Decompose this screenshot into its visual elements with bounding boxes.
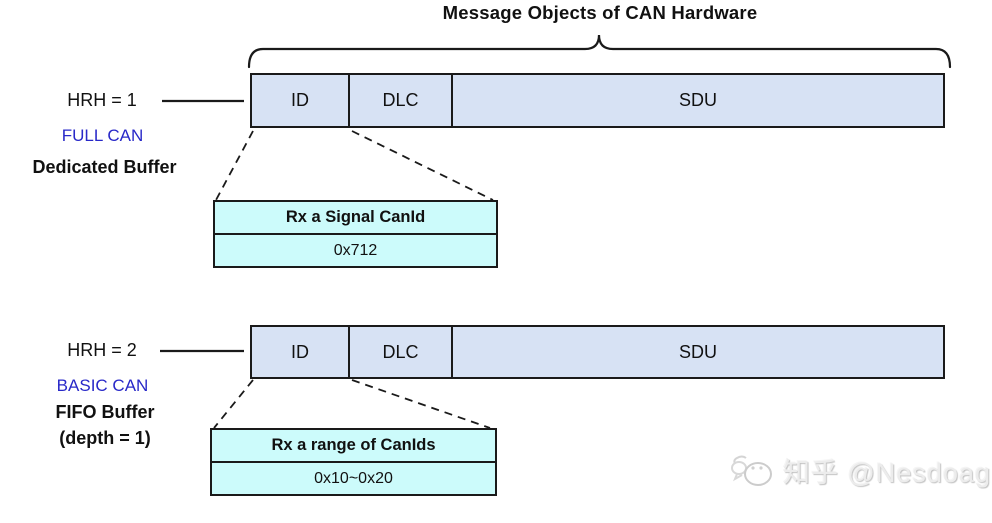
row2-dashed-leader-right xyxy=(351,379,491,429)
row1-hrh-label: HRH = 1 xyxy=(67,90,137,110)
row1-sdu-field: SDU xyxy=(678,90,717,110)
row1-id-field: ID xyxy=(252,75,350,126)
row1-dashed-leader-right xyxy=(351,130,494,201)
row1-dlc-field: DLC xyxy=(350,75,453,126)
row1-callout: Rx a Signal CanId 0x712 xyxy=(213,200,498,268)
top-brace xyxy=(247,34,952,69)
row2-dashed-leader-left xyxy=(213,379,254,429)
row2-buffer-label: FIFO Buffer xyxy=(55,402,155,422)
row2-callout-value: 0x10~0x20 xyxy=(210,463,497,496)
watermark: 知乎 @Nesdoag xyxy=(731,451,991,490)
row1-message-object-bar: ID DLC SDU xyxy=(250,73,945,128)
row2-hrh-label: HRH = 2 xyxy=(67,340,137,360)
row2-can-type-label: BASIC CAN xyxy=(56,376,149,395)
row2-buffer-depth-label: (depth = 1) xyxy=(59,428,151,448)
row1-dashed-leader-left xyxy=(215,130,254,201)
row1-can-type-label: FULL CAN xyxy=(61,126,144,145)
row2-callout-header: Rx a range of CanIds xyxy=(210,428,497,463)
row2-message-object-bar: ID DLC SDU xyxy=(250,325,945,379)
watermark-logo-icon xyxy=(731,455,772,486)
diagram-title: Message Objects of CAN Hardware xyxy=(442,2,758,23)
row2-sdu-field: SDU xyxy=(678,341,717,362)
row2-dlc-field: DLC xyxy=(350,327,453,377)
row2-callout: Rx a range of CanIds 0x10~0x20 xyxy=(210,428,497,496)
row1-callout-value: 0x712 xyxy=(213,235,498,268)
row2-id-field: ID xyxy=(252,327,350,377)
row1-callout-header: Rx a Signal CanId xyxy=(213,200,498,235)
watermark-text: 知乎 @Nesdoag xyxy=(783,458,991,488)
row1-buffer-label: Dedicated Buffer xyxy=(32,157,177,177)
